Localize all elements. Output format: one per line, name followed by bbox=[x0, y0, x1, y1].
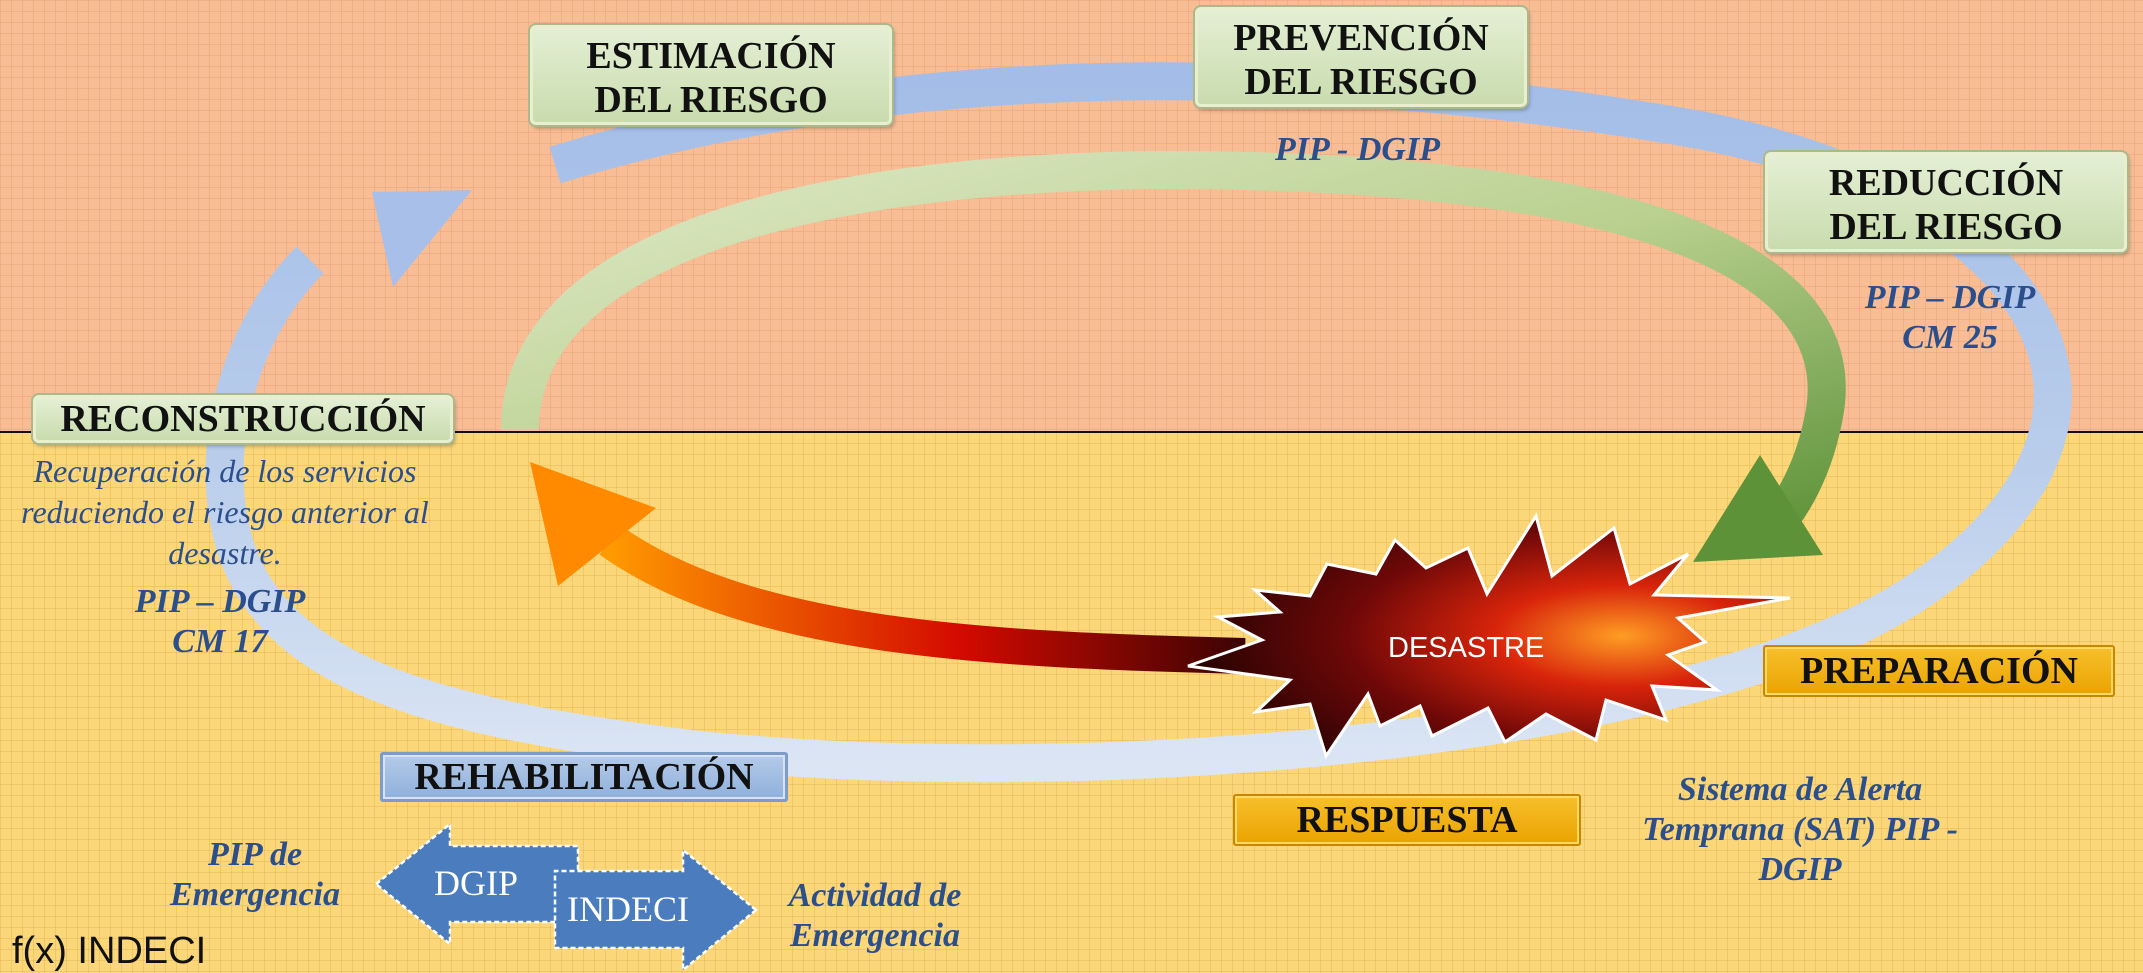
phase-reconstruccion-label: RECONSTRUCCIÓN bbox=[60, 398, 426, 440]
note-actividad-emergencia: Actividad de Emergencia bbox=[788, 877, 962, 954]
red-arrowhead bbox=[530, 462, 656, 586]
phase-prevencion-label: PREVENCIÓN DEL RIESGO bbox=[1233, 17, 1489, 103]
phase-respuesta-label: RESPUESTA bbox=[1296, 799, 1518, 841]
dgip-arrow-label: DGIP bbox=[434, 863, 519, 903]
note-reconstruccion: PIP – DGIP CM 17 bbox=[134, 583, 306, 660]
phase-prevencion-box: PREVENCIÓN DEL RIESGO bbox=[1195, 7, 1527, 107]
indeci-block-arrow bbox=[553, 847, 758, 973]
phase-respuesta-box: RESPUESTA bbox=[1233, 794, 1581, 846]
phase-reduccion-box: REDUCCIÓN DEL RIESGO bbox=[1765, 152, 2127, 252]
phase-preparacion-box: PREPARACIÓN bbox=[1763, 645, 2115, 697]
green-arrowhead bbox=[1693, 455, 1823, 562]
disaster-starburst bbox=[1187, 512, 1791, 760]
reconstruccion-description: Recuperación de los servicios reduciendo… bbox=[21, 453, 429, 571]
desastre-label: DESASTRE bbox=[1388, 632, 1545, 664]
phase-reconstruccion-box: RECONSTRUCCIÓN bbox=[33, 395, 453, 443]
phase-estimacion-box: ESTIMACIÓN DEL RIESGO bbox=[530, 25, 892, 125]
cycle-ring-arrowhead bbox=[372, 190, 472, 287]
green-arc-arrow bbox=[501, 150, 1846, 544]
note-preparacion: Sistema de Alerta Temprana (SAT) PIP - D… bbox=[1642, 771, 1958, 888]
note-reduccion: PIP – DGIP CM 25 bbox=[1864, 279, 2036, 356]
note-prevencion: PIP - DGIP bbox=[1275, 131, 1440, 168]
red-arc-arrow bbox=[599, 525, 1246, 674]
phase-reduccion-label: REDUCCIÓN DEL RIESGO bbox=[1828, 162, 2064, 248]
note-pip-emergencia: PIP de Emergencia bbox=[170, 836, 340, 913]
phase-estimacion-label: ESTIMACIÓN DEL RIESGO bbox=[586, 35, 836, 121]
phase-rehabilitacion-box: REHABILITACIÓN bbox=[380, 752, 788, 802]
indeci-arrow-label: INDECI bbox=[567, 889, 689, 929]
footer-credit: f(x) INDECI bbox=[12, 930, 207, 972]
divider-line bbox=[0, 431, 2143, 433]
phase-rehabilitacion-label: REHABILITACIÓN bbox=[414, 756, 754, 798]
phase-preparacion-label: PREPARACIÓN bbox=[1800, 650, 2078, 692]
